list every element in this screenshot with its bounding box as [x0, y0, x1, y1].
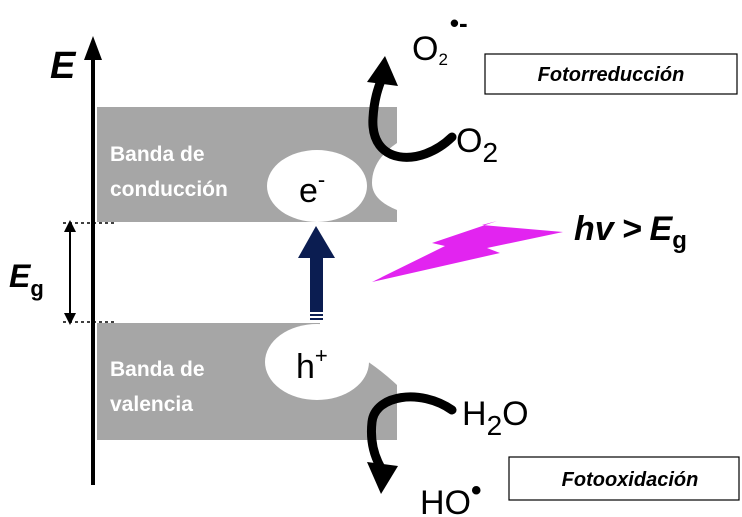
conduction-band-label-line2: conducción [110, 178, 228, 201]
excitation-arrow-tail1 [310, 314, 323, 316]
superoxide-sup: •- [450, 8, 468, 38]
valence-band-label-line1: Banda de [110, 358, 205, 381]
superoxide-label: O2•- [412, 8, 468, 69]
energy-axis-arrowhead [84, 36, 102, 60]
valence-band-label-line2: valencia [110, 393, 193, 416]
hole-label: h+ [296, 343, 328, 386]
fotorreduccion-box [484, 53, 738, 95]
reduction-arrowhead [367, 56, 398, 86]
energy-axis-label: E [50, 45, 77, 87]
photon-energy-sub: g [672, 227, 687, 254]
electron-label: e- [299, 167, 325, 210]
excitation-arrow-shaft [310, 256, 323, 312]
superoxide-sub: 2 [438, 50, 447, 69]
oxidation-curved-arrow [367, 392, 457, 471]
electron-charge: - [318, 167, 325, 192]
excitation-arrow-tail2 [310, 318, 323, 320]
band-gap-label: Eg [9, 258, 44, 301]
oxygen-label: O2 [456, 122, 498, 168]
conduction-band-label-line1: Banda de [110, 143, 205, 166]
lightning-icon [372, 221, 563, 282]
oxidation-arrowhead [367, 462, 398, 494]
photon-energy-label: hv>Eg [574, 210, 687, 254]
water-label: H2O [462, 395, 529, 441]
hole-charge: + [315, 343, 328, 368]
hydroxyl-sup: • [471, 474, 482, 507]
excitation-arrow-head [298, 226, 335, 258]
hole-bubble [265, 324, 369, 400]
band-gap-label-sub: g [30, 276, 43, 301]
reduction-curved-arrow [368, 73, 457, 162]
hydroxyl-label: HO• [420, 474, 482, 517]
fotorreduccion-label: Fotorreducción [538, 64, 685, 86]
fotooxidacion-box [508, 456, 740, 501]
water-sub: 2 [487, 410, 503, 441]
fotooxidacion-label: Fotooxidación [562, 469, 699, 491]
electron-bubble [267, 150, 367, 222]
oxygen-sub: 2 [482, 137, 498, 168]
